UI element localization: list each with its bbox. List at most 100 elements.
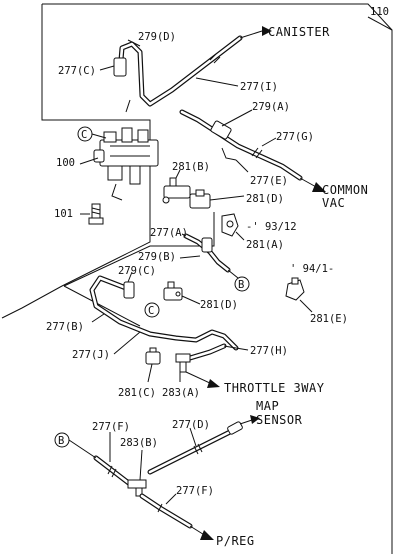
hose-277h [187, 343, 227, 361]
hose-277g [179, 109, 303, 181]
group-outline [1, 3, 393, 554]
label-date-93-12: -' 93/12 [246, 221, 297, 233]
leader-c-top [91, 133, 107, 139]
callout-c-lower [144, 302, 160, 318]
clip-281d-upper [189, 189, 211, 209]
label-vac: VAC [322, 196, 345, 210]
label-281c: 281(C) [118, 387, 156, 399]
label-c-top: C [81, 129, 87, 141]
arrow-head-common-vac [312, 182, 326, 192]
label-277h: 277(H) [250, 345, 288, 357]
label-277e: 277(E) [250, 175, 288, 187]
label-277j: 277(J) [72, 349, 110, 361]
leader-b-bottom [68, 439, 97, 459]
leader-277b [91, 313, 105, 323]
label-preg: P/REG [216, 534, 255, 548]
label-277b: 277(B) [46, 321, 84, 333]
leader-277j [113, 331, 141, 355]
label-277c: 277(C) [58, 65, 96, 77]
hose-277e [221, 147, 237, 161]
leader-100 [79, 157, 99, 165]
label-b-bottom: B [58, 435, 64, 447]
label-281d-upper: 281(D) [246, 193, 284, 205]
label-date-94-1: ' 94/1- [290, 263, 334, 275]
label-281b: 281(B) [172, 161, 210, 173]
clip-281a [221, 213, 239, 237]
label-277f-right: 277(F) [176, 485, 214, 497]
leader-277c [99, 65, 115, 71]
clip-281e [285, 277, 305, 301]
leader-277i [195, 77, 239, 87]
leader-279a [221, 109, 253, 127]
label-281d-lower: 281(D) [200, 299, 238, 311]
label-110: 110 [370, 6, 389, 18]
label-b-right: B [238, 279, 244, 291]
cap-279c [123, 281, 135, 299]
label-c-lower: C [148, 305, 154, 317]
hose-277d [147, 429, 233, 475]
label-281e: 281(E) [310, 313, 348, 325]
arrow-head-preg [200, 530, 214, 540]
label-281a: 281(A) [246, 239, 284, 251]
label-279c: 279(C) [118, 265, 156, 277]
leader-277d [189, 427, 197, 447]
label-279a: 279(A) [252, 101, 290, 113]
hose-277i [117, 35, 243, 107]
cap-279b [201, 237, 213, 253]
cap-279d [113, 57, 127, 77]
tee-283a [175, 353, 191, 373]
label-283a: 283(A) [162, 387, 200, 399]
bolt-101 [88, 203, 104, 225]
leader-281e [299, 299, 313, 313]
leader-hose-lower [125, 99, 131, 113]
leader-b-right [227, 269, 239, 279]
clip-281c [145, 347, 161, 365]
label-common: COMMON [322, 183, 368, 197]
hose-277j [89, 275, 239, 351]
arrow-throttle [185, 371, 213, 385]
arrow-map [239, 419, 253, 425]
label-279d: 279(D) [138, 31, 176, 43]
arrow-head-map [250, 415, 260, 424]
leader-279d [127, 39, 141, 47]
leader-281a [235, 231, 245, 241]
label-277g: 277(G) [276, 131, 314, 143]
label-277d: 277(D) [172, 419, 210, 431]
label-277f-left: 277(F) [92, 421, 130, 433]
inner-bracket [63, 212, 215, 327]
leader-281b [175, 169, 181, 179]
label-100: 100 [56, 157, 75, 169]
tee-283b [127, 479, 147, 497]
leader-279c [127, 271, 133, 283]
map-sensor-connector [227, 421, 243, 435]
clip-281b [162, 177, 191, 204]
arrow-head-throttle [207, 379, 220, 388]
leader-279b [179, 255, 201, 259]
clip-281d-lower [163, 281, 183, 301]
label-279b: 279(B) [138, 251, 176, 263]
leader-277f-right [165, 493, 177, 505]
leader-277a [181, 233, 187, 237]
hose-277f-right [139, 493, 193, 529]
arrow-canister [239, 30, 263, 39]
label-canister: CANISTER [268, 25, 330, 39]
callout-b-right [234, 276, 250, 292]
label-283b: 283(B) [120, 437, 158, 449]
cap-279a [210, 120, 232, 140]
hose-277f-left [93, 455, 133, 487]
leader-110 [367, 16, 393, 31]
label-map: MAP [256, 399, 279, 413]
leader-277h [223, 345, 249, 351]
label-sensor: SENSOR [256, 413, 303, 427]
leader-283b [139, 449, 143, 481]
arrow-head-canister [262, 26, 272, 36]
leader-281d-upper [209, 195, 245, 201]
label-101: 101 [54, 208, 73, 220]
leader-281d-lower [181, 295, 201, 305]
label-277i: 277(I) [240, 81, 278, 93]
leader-277g [261, 137, 277, 147]
label-throttle: THROTTLE 3WAY [224, 381, 325, 395]
leader-281c [147, 363, 153, 383]
